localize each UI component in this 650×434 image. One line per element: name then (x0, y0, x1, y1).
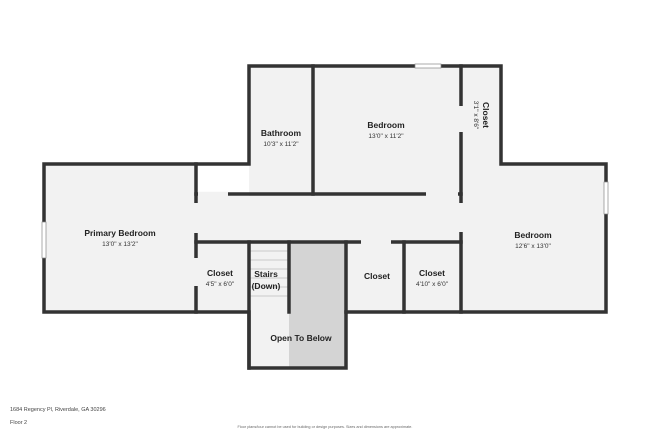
bedroom-right-dimensions: 12'6" x 13'0" (515, 243, 551, 250)
floor-number: Floor 2 (10, 420, 28, 426)
bathroom-label: Bathroom (261, 128, 302, 138)
stairs-treads (250, 250, 288, 297)
closet-top-right-dimensions: 3'1" x 8'6" (472, 101, 479, 130)
open-to-below-label: Open To Below (270, 333, 332, 343)
closet-left-label: Closet (207, 268, 233, 278)
property-address: 1684 Regency Pl, Riverdale, GA 30296 (10, 407, 106, 413)
stairs-label: Stairs (254, 269, 278, 279)
primary-bedroom-dimensions: 13'0" x 13'2" (102, 241, 138, 248)
bathroom-dimensions: 10'3" x 11'2" (263, 141, 299, 148)
door-openings (193, 106, 464, 286)
closet-left-dimensions: 4'5" x 6'0" (206, 281, 235, 288)
closet-mid-label: Closet (364, 271, 390, 281)
open-to-below-area (289, 242, 346, 368)
bedroom-top-dimensions: 13'0" x 11'2" (368, 133, 404, 140)
closet-right-dimensions: 4'10" x 6'0" (416, 281, 449, 288)
walls (42, 64, 608, 370)
windows (41, 63, 609, 259)
closet-top-right-label-group: Closet 3'1" x 8'6" (472, 101, 491, 130)
closet-top-right-label: Closet (481, 102, 491, 128)
bedroom-top-label: Bedroom (367, 120, 405, 130)
disclaimer: Floor plans/tour cannot be used for buil… (237, 425, 413, 429)
bedroom-right-label: Bedroom (514, 230, 552, 240)
stairs-direction-label: (Down) (252, 281, 281, 291)
primary-bedroom-label: Primary Bedroom (84, 228, 156, 238)
closet-right-label: Closet (419, 268, 445, 278)
